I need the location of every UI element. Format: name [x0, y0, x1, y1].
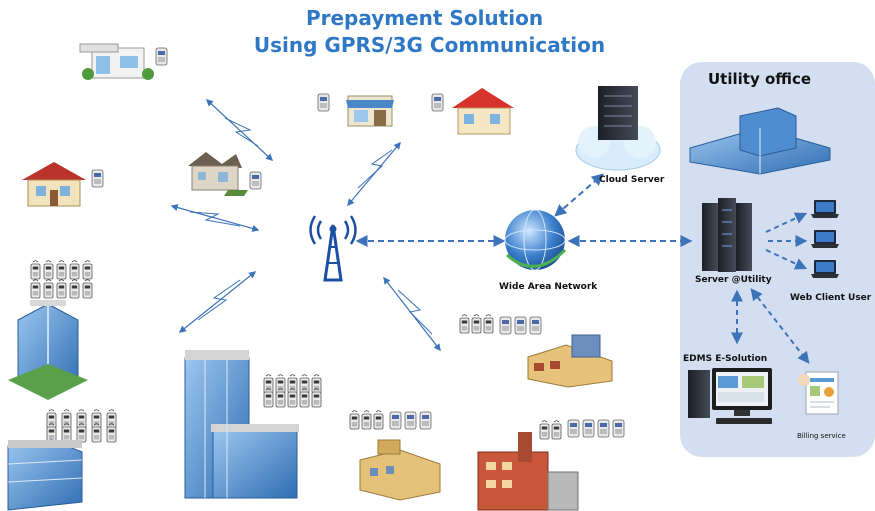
meter-bank-6: [459, 314, 542, 335]
tower-links: [170, 99, 810, 364]
utility-building-icon: [689, 107, 831, 175]
diagram-title-line-1: Prepayment Solution: [305, 6, 544, 30]
industrial-plant-icon: [527, 334, 613, 388]
globe-icon: [504, 209, 567, 271]
shop-icon: [317, 93, 394, 127]
server-label: Server @Utility: [695, 275, 772, 285]
meter-bank-5: [539, 419, 625, 440]
wireless-link-house-top: [205, 99, 274, 161]
cell-tower-icon: [309, 215, 357, 282]
link-server-client-1: [765, 212, 808, 233]
laptop-icon-1: [811, 200, 839, 218]
link-server-client-3: [765, 249, 808, 270]
office-building-icon: [184, 350, 299, 499]
link-wan-cloud: [554, 173, 604, 217]
wireless-link-tower-shop: [347, 141, 401, 207]
small-factory-icon: [359, 439, 441, 501]
red-roof-house-icon: [431, 88, 514, 135]
meter-bank-3: [263, 374, 322, 408]
modern-house-icon: [79, 43, 168, 80]
house-icon-2: [188, 152, 262, 196]
cloud-server-label: Cloud Server: [599, 175, 665, 185]
office-tower-icon: [8, 300, 88, 400]
web-client-label: Web Client User: [790, 293, 872, 303]
laptop-icon-3: [811, 260, 839, 278]
wireless-link-tower-factory: [383, 276, 441, 352]
laptop-icon-2: [811, 230, 839, 248]
low-building-icon: [7, 439, 83, 511]
wan-label: Wide Area Network: [499, 282, 598, 292]
wireless-link-house-left: [170, 204, 260, 232]
meter-bank-4: [349, 410, 432, 430]
edms-computer-icon: [688, 368, 772, 424]
house-icon-1: [22, 162, 104, 207]
billing-document-icon: [798, 371, 839, 415]
meter-bank-1: [30, 260, 93, 299]
wireless-link-tower-building: [178, 271, 257, 333]
link-server-billing: [750, 288, 810, 364]
billing-label: Billing service: [797, 432, 846, 440]
meter-bank-2: [46, 409, 117, 443]
cloud-server-icon: [575, 86, 661, 171]
server-icon: [702, 198, 752, 272]
diagram-title-line-2: Using GPRS/3G Communication: [253, 33, 606, 57]
edms-label: EDMS E-Solution: [683, 354, 768, 364]
brick-factory-icon: [477, 432, 579, 511]
utility-office-title: Utility office: [708, 70, 812, 88]
